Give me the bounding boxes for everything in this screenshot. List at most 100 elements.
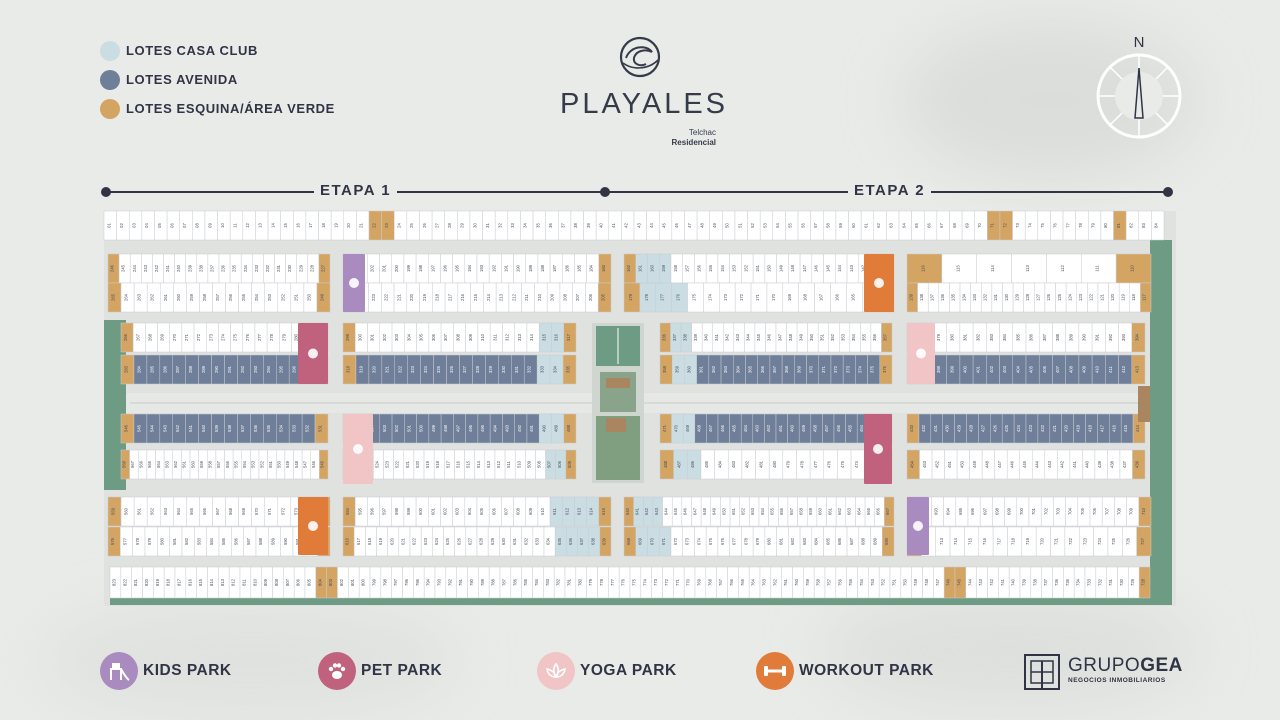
lot-number: 650 xyxy=(721,507,726,515)
lot-number: 305 xyxy=(419,333,424,341)
lot-number: 28 xyxy=(447,223,452,228)
lot-number: 517 xyxy=(445,460,450,468)
lot-number: 716 xyxy=(982,537,987,545)
lot-number: 342 xyxy=(725,333,730,341)
lot xyxy=(882,526,895,557)
lot-number: 382 xyxy=(976,333,981,341)
lot-number: 432 xyxy=(921,424,926,432)
lot-number: 15 xyxy=(283,223,288,228)
lot-number: 467 xyxy=(708,424,713,432)
lot-number: 723 xyxy=(1082,537,1087,545)
lot-number: 536 xyxy=(253,424,258,432)
lot-number: 357 xyxy=(883,333,888,341)
lot-number: 440 xyxy=(1085,460,1090,468)
lot-number: 34 xyxy=(523,223,528,228)
club-building xyxy=(606,378,630,388)
lot-number: 335 xyxy=(566,365,571,373)
lot-number: 234 xyxy=(243,264,248,272)
paw-icon xyxy=(318,652,356,690)
lot xyxy=(598,496,612,527)
lot-number: 488 xyxy=(566,424,571,432)
lot-number: 277 xyxy=(257,333,262,341)
lot-number: 266 xyxy=(123,333,128,341)
lot-number: 798 xyxy=(382,578,387,586)
lot-number: 36 xyxy=(548,223,553,228)
lot-number: 215 xyxy=(473,293,478,301)
legend-esquina: LOTES ESQUINA/ÁREA VERDE xyxy=(100,94,335,123)
lot-number: 664 xyxy=(856,507,861,515)
lot-number: 644 xyxy=(663,507,668,515)
lot xyxy=(565,449,577,480)
lot-number: 500 xyxy=(419,424,424,432)
lot-number: 608 xyxy=(516,507,521,515)
lot-number: 235 xyxy=(232,264,237,272)
lot-number: 210 xyxy=(537,293,542,301)
lot-number: 159 xyxy=(661,264,666,272)
lot-number: 747 xyxy=(935,578,940,586)
lot-number: 336 xyxy=(661,333,666,341)
lot-number: 170 xyxy=(771,293,776,301)
lot-number: 262 xyxy=(150,293,155,301)
lot-number: 449 xyxy=(972,460,977,468)
lot-number: 688 xyxy=(861,537,866,545)
lot-number: 456 xyxy=(836,424,841,432)
lot-number: 23 xyxy=(384,223,389,228)
lot-number: 639 xyxy=(601,537,606,545)
lot-number: 341 xyxy=(714,333,719,341)
lot-number: 511 xyxy=(506,460,511,467)
lot-number: 661 xyxy=(827,507,832,515)
lot-number: 651 xyxy=(731,507,736,515)
lot-number: 390 xyxy=(1082,333,1087,341)
lot-number: 200 xyxy=(394,264,399,272)
lot xyxy=(1131,322,1146,353)
lot-number: 646 xyxy=(683,507,688,515)
lot-number: 144 xyxy=(837,264,842,272)
lot-number: 577 xyxy=(123,537,128,545)
lot-number: 605 xyxy=(479,507,484,515)
lot-number: 59 xyxy=(838,223,843,228)
lot-number: 408 xyxy=(1068,365,1073,373)
lot-number: 50 xyxy=(725,223,730,228)
lot-number: 470 xyxy=(673,424,678,432)
lot-number: 708 xyxy=(1117,507,1122,515)
lot-number: 749 xyxy=(913,578,918,586)
lot-number: 670 xyxy=(649,537,654,545)
lot-number: 430 xyxy=(945,424,950,432)
lot-number: 631 xyxy=(512,537,517,545)
lot-number: 190 xyxy=(516,264,521,272)
lot-number: 117 xyxy=(1142,293,1147,300)
kids-park-icon xyxy=(349,278,359,288)
lot-number: 280 xyxy=(294,333,299,341)
lot-number: 228 xyxy=(309,264,314,272)
lot-number: 737 xyxy=(1043,578,1048,586)
lot-number: 19 xyxy=(333,223,338,228)
lot-number: 534 xyxy=(279,424,284,432)
lot-number: 764 xyxy=(751,578,756,586)
lot-number: 463 xyxy=(755,424,760,432)
lot-number: 751 xyxy=(891,578,896,586)
lot-number: 67 xyxy=(939,223,944,228)
lot-number: 68 xyxy=(952,223,957,228)
lot-number: 201 xyxy=(382,264,387,272)
etapa-2-label: ETAPA 2 xyxy=(848,182,932,199)
lot-number: 04 xyxy=(144,223,149,228)
lot-number: 523 xyxy=(385,460,390,468)
lot-number: 402 xyxy=(989,365,994,373)
lot-number: 461 xyxy=(778,424,783,432)
lot-number: 125 xyxy=(1057,293,1062,301)
wave-logo-icon xyxy=(619,36,661,78)
lot-number: 151 xyxy=(755,264,760,272)
lot-number: 405 xyxy=(1029,365,1034,373)
lot-number: 662 xyxy=(837,507,842,515)
lot-number: 314 xyxy=(529,333,534,341)
lot-number: 411 xyxy=(1108,365,1113,372)
lot-number: 455 xyxy=(847,424,852,432)
lot-number: 276 xyxy=(245,333,250,341)
lot-number: 556 xyxy=(225,460,230,468)
lot-number: 766 xyxy=(729,578,734,586)
lot-number: 271 xyxy=(184,333,189,341)
lot-number: 47 xyxy=(687,223,692,228)
lot-number: 269 xyxy=(160,333,165,341)
lot-number: 131 xyxy=(993,293,998,301)
lot-number: 374 xyxy=(857,365,862,373)
